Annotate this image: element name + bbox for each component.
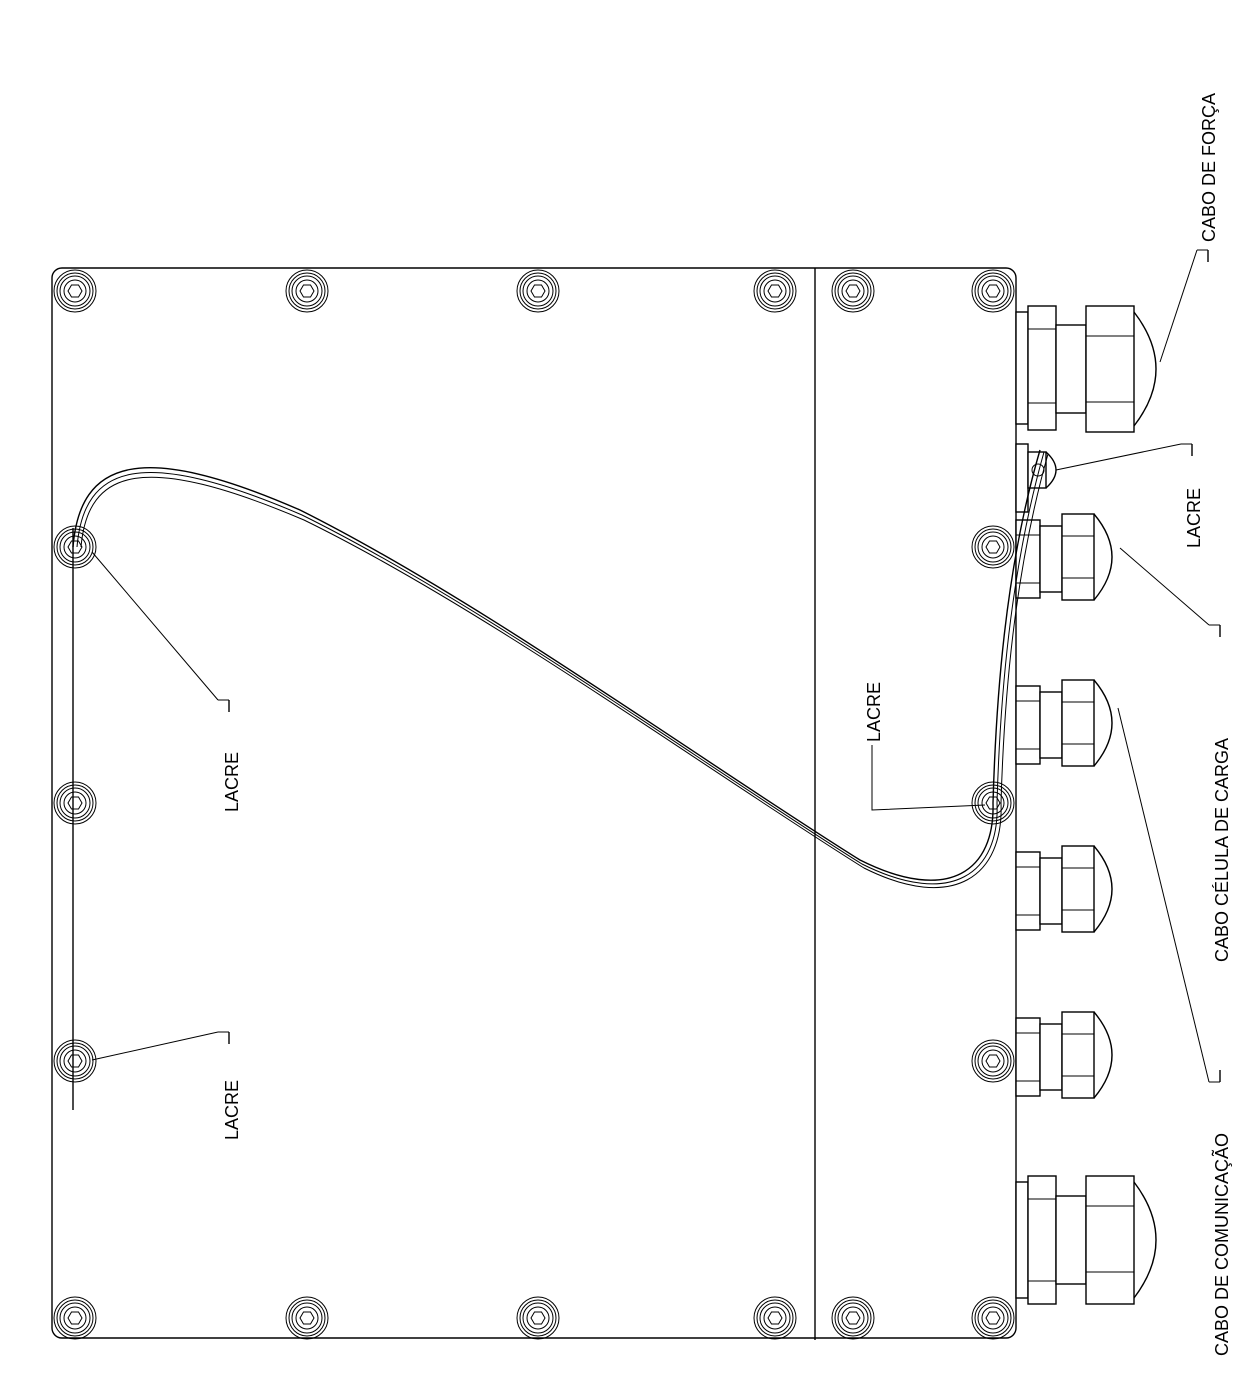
cable-glands (1015, 305, 1157, 1305)
leader-lacre-2 (91, 1031, 219, 1061)
leader-lacre-1 (91, 551, 219, 701)
enclosure-body (51, 267, 1017, 1340)
cable-gland-small-4 (1015, 1011, 1113, 1099)
screw (516, 269, 560, 313)
leader-lacre-3 (871, 745, 986, 811)
sealed-screw (53, 1039, 97, 1083)
label-cabo-celula: CABO CÉLULA DE CARGA (1212, 738, 1232, 962)
leader-lacre-4 (1055, 443, 1182, 471)
screw (753, 269, 797, 313)
cable-gland-small-2 (1015, 679, 1113, 767)
label-lacre-3: LACRE (864, 682, 884, 742)
screw (516, 1296, 560, 1340)
screw (971, 525, 1015, 569)
screw (53, 781, 97, 825)
screw (971, 269, 1015, 313)
leader-cabo-forca (1159, 249, 1198, 363)
label-lacre-2: LACRE (222, 1080, 242, 1140)
label-lacre-1: LACRE (222, 752, 242, 812)
label-lacre-4: LACRE (1184, 488, 1204, 548)
labels: LACRE LACRE LACRE LACRE CABO DE FORÇA CA… (222, 93, 1232, 1356)
cable-gland-large-bottom (1015, 1175, 1157, 1305)
leader-cabo-comunicacao (1117, 707, 1210, 1083)
screw (753, 1296, 797, 1340)
label-cabo-comunicacao: CABO DE COMUNICAÇÃO (1211, 1133, 1232, 1356)
leader-lines (91, 249, 1221, 1083)
cable-gland-large-top (1015, 305, 1157, 433)
screw (285, 1296, 329, 1340)
screw (53, 1296, 97, 1340)
screw (831, 269, 875, 313)
screw (971, 1296, 1015, 1340)
screw (971, 1039, 1015, 1083)
screw (285, 269, 329, 313)
enclosure-screws (53, 269, 1015, 1340)
leader-cabo-celula (1119, 547, 1210, 626)
label-cabo-forca: CABO DE FORÇA (1199, 93, 1219, 242)
screw (53, 269, 97, 313)
cable-gland-small-3 (1015, 845, 1113, 933)
seal-wire (72, 449, 1049, 1110)
screw (831, 1296, 875, 1340)
